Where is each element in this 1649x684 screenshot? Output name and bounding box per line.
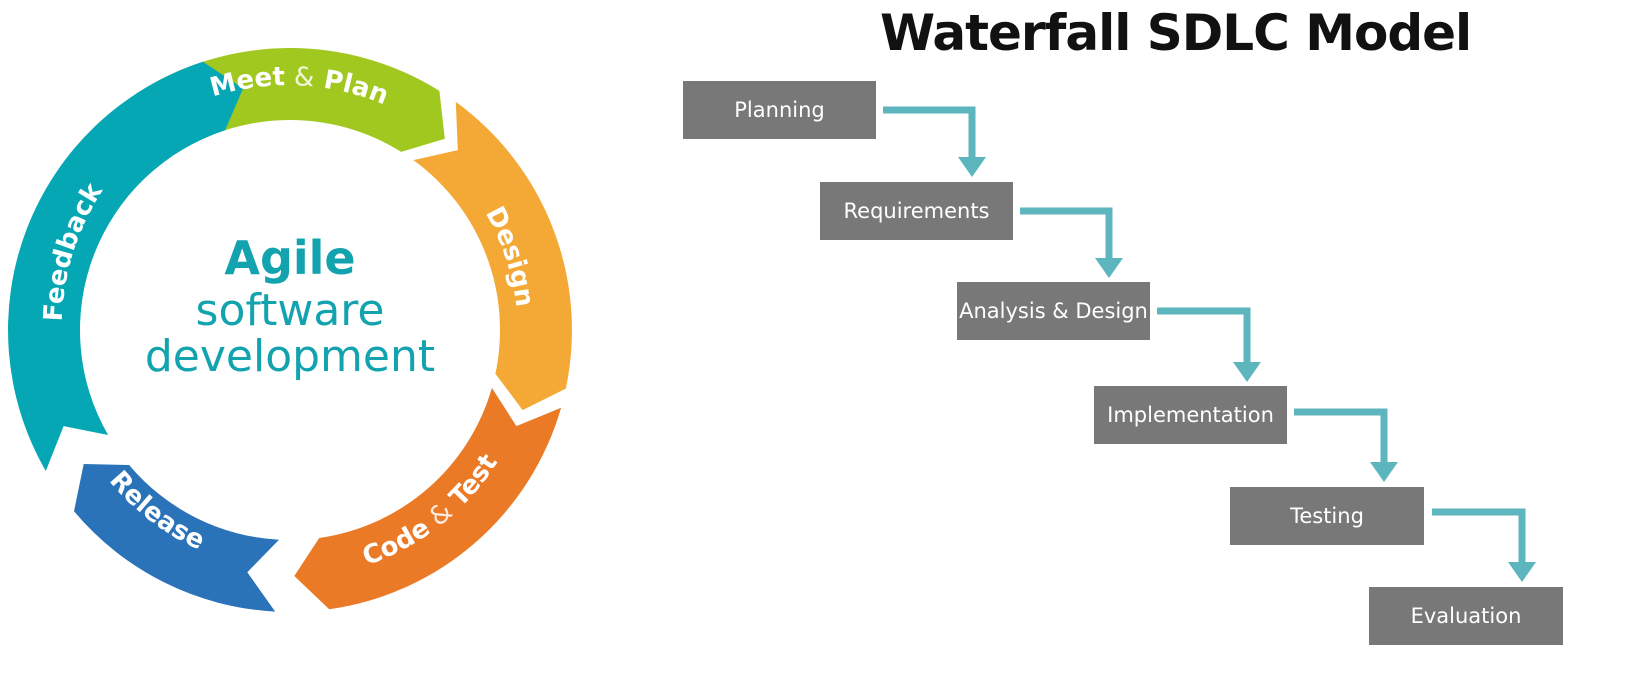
waterfall-arrow-line-5 <box>1432 508 1526 564</box>
waterfall-arrow-head-icon-5 <box>1508 562 1536 582</box>
waterfall-arrow-line-3 <box>1157 307 1251 364</box>
agile-segment-design <box>413 101 572 411</box>
waterfall-arrow-head-icon-1 <box>958 157 986 177</box>
agile-segment-feedback <box>8 61 244 472</box>
waterfall-arrow-line-4 <box>1294 408 1388 464</box>
waterfall-step-requirements: Requirements <box>820 182 1013 240</box>
agile-segment-code-test <box>294 387 562 610</box>
waterfall-arrow-line-2 <box>1020 207 1113 260</box>
waterfall-step-testing: Testing <box>1230 487 1424 545</box>
waterfall-title: Waterfall SDLC Model <box>880 4 1472 62</box>
waterfall-arrow-head-icon-2 <box>1095 258 1123 278</box>
agile-subtitle-software: software <box>196 285 385 336</box>
agile-segment-release <box>74 464 279 612</box>
waterfall-step-planning: Planning <box>683 81 876 139</box>
waterfall-arrow-head-icon-3 <box>1233 362 1261 382</box>
waterfall-arrow-line-1 <box>883 106 976 159</box>
waterfall-step-implementation: Implementation <box>1094 386 1287 444</box>
agile-title: Agile <box>224 231 355 285</box>
waterfall-step-evaluation: Evaluation <box>1369 587 1563 645</box>
agile-subtitle-development: development <box>145 331 435 382</box>
waterfall-arrow-head-icon-4 <box>1370 462 1398 482</box>
waterfall-step-analysis-design: Analysis & Design <box>957 282 1150 340</box>
